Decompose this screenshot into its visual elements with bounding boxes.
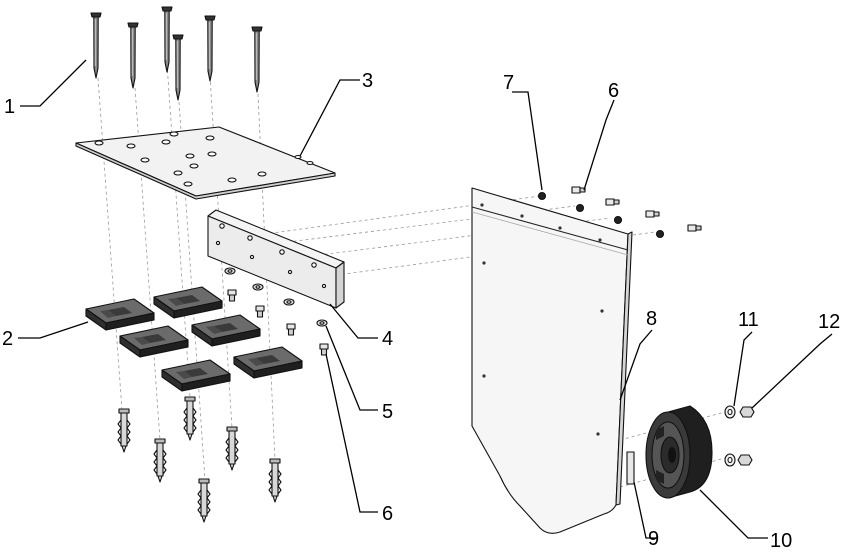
mounting-plate xyxy=(75,126,336,200)
label-part-8: 8 xyxy=(646,308,657,330)
label-part-3: 3 xyxy=(362,70,373,92)
flap-plate xyxy=(471,187,633,534)
label-part-4: 4 xyxy=(382,328,393,350)
label-part-11: 11 xyxy=(738,309,759,331)
wall-anchors xyxy=(117,396,282,523)
spacer-blocks xyxy=(85,286,303,392)
wheel xyxy=(645,405,713,499)
angle-bracket xyxy=(207,209,345,309)
label-part-7: 7 xyxy=(503,72,514,94)
label-part-9: 9 xyxy=(648,528,659,550)
label-part-6-upper: 6 xyxy=(608,80,619,102)
label-part-12: 12 xyxy=(818,311,840,333)
label-part-10: 10 xyxy=(770,530,792,552)
label-part-1: 1 xyxy=(4,96,15,118)
leader-lines xyxy=(18,59,833,539)
label-part-2: 2 xyxy=(2,328,13,350)
axle-fasteners xyxy=(724,405,755,467)
nails xyxy=(90,6,263,101)
label-part-6-lower: 6 xyxy=(382,503,393,525)
part-labels: 1 2 3 4 5 6 7 6 8 9 10 11 12 xyxy=(2,70,840,552)
label-part-5: 5 xyxy=(382,401,393,423)
axle-pin xyxy=(626,451,635,485)
